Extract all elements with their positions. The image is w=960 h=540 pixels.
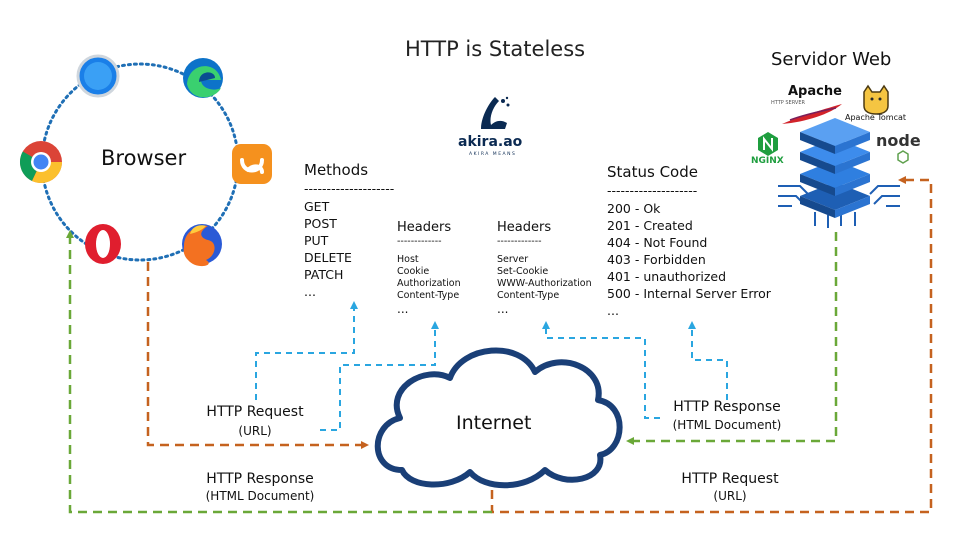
chrome-icon [19,141,63,184]
apache-feather-icon [782,104,842,124]
request-header-item: Cookie [397,266,430,277]
detail-line-status [688,321,728,400]
response-header-item: Content-Type [497,290,560,301]
left-response-sub: (HTML Document) [205,489,315,503]
request-line-browser-internet [146,262,369,449]
akira-logo-mark [481,96,510,129]
status-item: 404 - Not Found [607,235,708,250]
status-item: 403 - Forbidden [607,252,706,267]
firefox-icon [182,224,222,267]
detail-line-response-headers [542,321,660,419]
request-headers-divider: ------------- [397,236,442,247]
response-headers-ellipsis: ... [497,302,509,316]
safari-icon [76,54,120,98]
status-item: ... [607,303,619,318]
right-request-sub: (URL) [713,489,747,503]
methods-title: Methods [304,161,369,179]
detail-line-methods [255,301,358,400]
right-response-sub: (HTML Document) [672,418,782,432]
method-item: PUT [304,233,329,248]
internet-label: Internet [456,412,532,434]
status-item: 200 - Ok [607,201,661,216]
right-response-title: HTTP Response [673,399,781,415]
request-headers-title: Headers [397,220,452,235]
status-divider: -------------------- [607,183,698,198]
node-icon [897,150,909,164]
response-header-item: WWW-Authorization [497,278,592,289]
response-headers-title: Headers [497,220,552,235]
status-item: 500 - Internal Server Error [607,286,771,301]
logo-subtext: AKIRA MEANS [469,152,517,157]
method-item: POST [304,216,337,231]
request-header-item: Content-Type [397,290,460,301]
response-headers-block: Headers ------------- Server Set-Cookie … [497,219,592,316]
node-label: node [876,131,921,150]
uc-browser-icon [232,144,272,184]
left-response-title: HTTP Response [206,471,314,487]
methods-block: Methods -------------------- GET POST PU… [304,161,394,300]
server-label: Servidor Web [771,49,892,70]
apache-sublabel: HTTP SERVER [771,100,805,106]
edge-icon [183,58,223,98]
status-title: Status Code [607,163,698,181]
response-headers-divider: ------------- [497,236,542,247]
status-item: 201 - Created [607,218,693,233]
method-item: GET [304,199,330,214]
request-header-item: Host [397,254,419,265]
request-headers-block: Headers ------------- Host Cookie Author… [397,219,461,316]
tomcat-label: Apache Tomcat [845,113,907,122]
response-header-item: Server [497,254,529,265]
status-item: 401 - unauthorized [607,269,727,284]
browser-label: Browser [101,146,187,170]
left-request-sub: (URL) [238,424,272,438]
nginx-icon [758,132,778,156]
response-line-internet-browser [66,230,492,514]
opera-icon [85,224,121,264]
request-headers-ellipsis: ... [397,302,409,316]
response-line-server-internet [626,232,838,445]
response-header-item: Set-Cookie [497,266,549,277]
tomcat-icon [863,84,889,115]
apache-label: Apache [788,84,842,99]
status-block: Status Code -------------------- 200 - O… [607,163,771,319]
method-item: PATCH [304,267,344,282]
nginx-label: NGINX [751,156,784,166]
left-request-title: HTTP Request [206,404,304,420]
right-request-title: HTTP Request [681,471,779,487]
logo-text: akira.ao [458,134,523,150]
method-item: DELETE [304,250,352,265]
request-header-item: Authorization [397,278,461,289]
detail-line-request-headers [320,321,439,431]
request-line-internet-server [490,176,933,514]
method-item: ... [304,284,316,299]
page-title: HTTP is Stateless [405,37,586,61]
server-icon [778,118,900,228]
internet-cloud [374,347,623,489]
methods-divider: -------------------- [304,181,395,196]
